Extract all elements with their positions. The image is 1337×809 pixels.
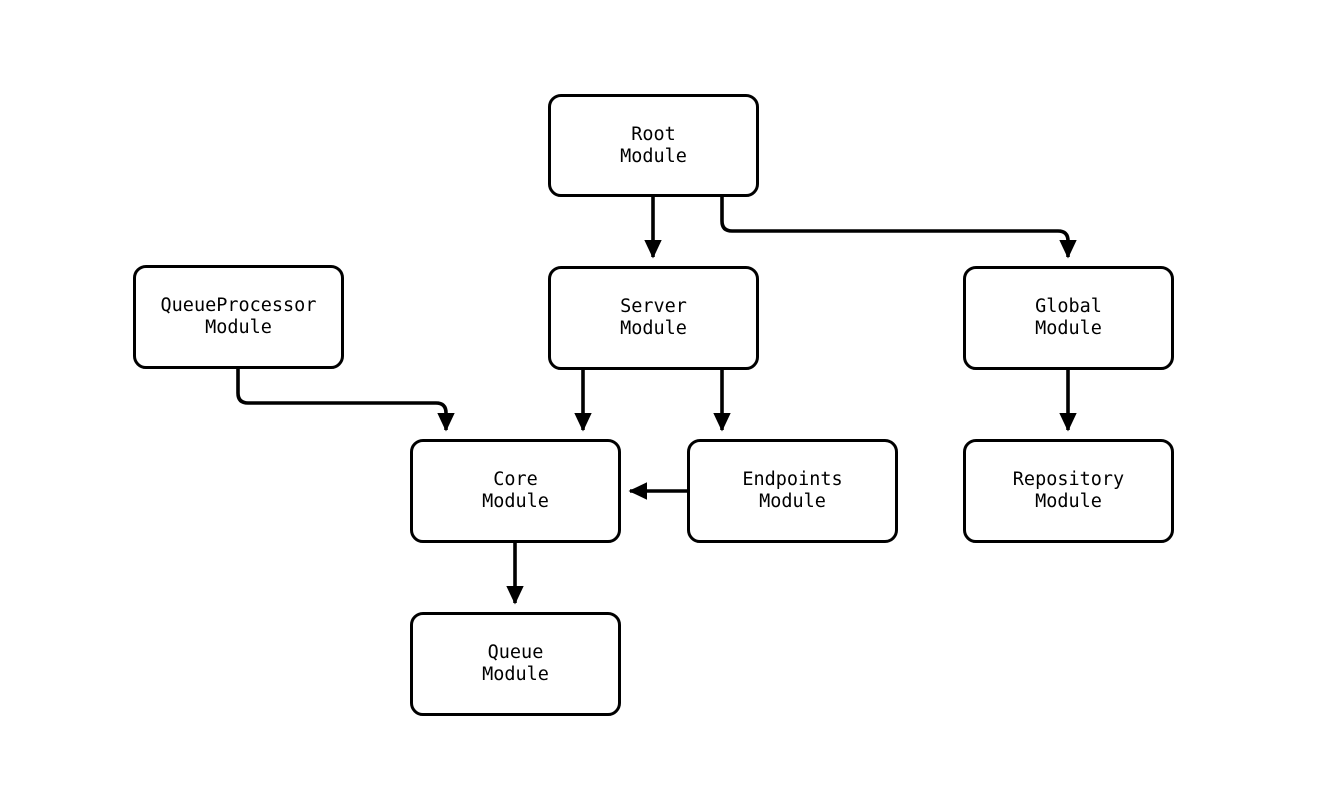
node-root-module-label-line1: Root xyxy=(631,123,676,145)
node-queueprocessor-module[interactable]: QueueProcessor Module xyxy=(133,265,344,369)
node-endpoints-module-label-line2: Module xyxy=(759,491,826,512)
node-repository-module-label-line2: Module xyxy=(1035,491,1102,512)
node-global-module-label-line1: Global xyxy=(1035,296,1102,317)
node-endpoints-module[interactable]: Endpoints Module xyxy=(687,439,898,543)
node-core-module-label-line1: Core xyxy=(493,469,538,490)
node-queue-module-label-line1: Queue xyxy=(487,642,544,663)
node-queueprocessor-module-label-line1: QueueProcessor xyxy=(160,295,317,316)
node-queueprocessor-module-label-line2: Module xyxy=(205,317,272,338)
edge-root-to-global xyxy=(720,197,1077,259)
node-global-module[interactable]: Global Module xyxy=(963,266,1174,370)
node-repository-module[interactable]: Repository Module xyxy=(963,439,1174,543)
node-server-module-label-line2: Module xyxy=(620,318,687,339)
node-endpoints-module-label-line1: Endpoints xyxy=(742,469,843,490)
node-repository-module-label-line1: Repository xyxy=(1012,469,1125,490)
node-queue-module[interactable]: Queue Module xyxy=(410,612,621,716)
node-server-module-label-line1: Server xyxy=(620,296,687,317)
node-server-module[interactable]: Server Module xyxy=(548,266,759,370)
node-root-module-label-line2: Module xyxy=(620,145,687,167)
node-core-module[interactable]: Core Module xyxy=(410,439,621,543)
node-core-module-label-line2: Module xyxy=(482,491,549,512)
node-global-module-label-line2: Module xyxy=(1035,318,1102,339)
node-root-module[interactable]: Root Module xyxy=(548,94,759,197)
node-queue-module-label-line2: Module xyxy=(482,664,549,685)
edge-queueprocessor-to-core xyxy=(236,369,455,432)
